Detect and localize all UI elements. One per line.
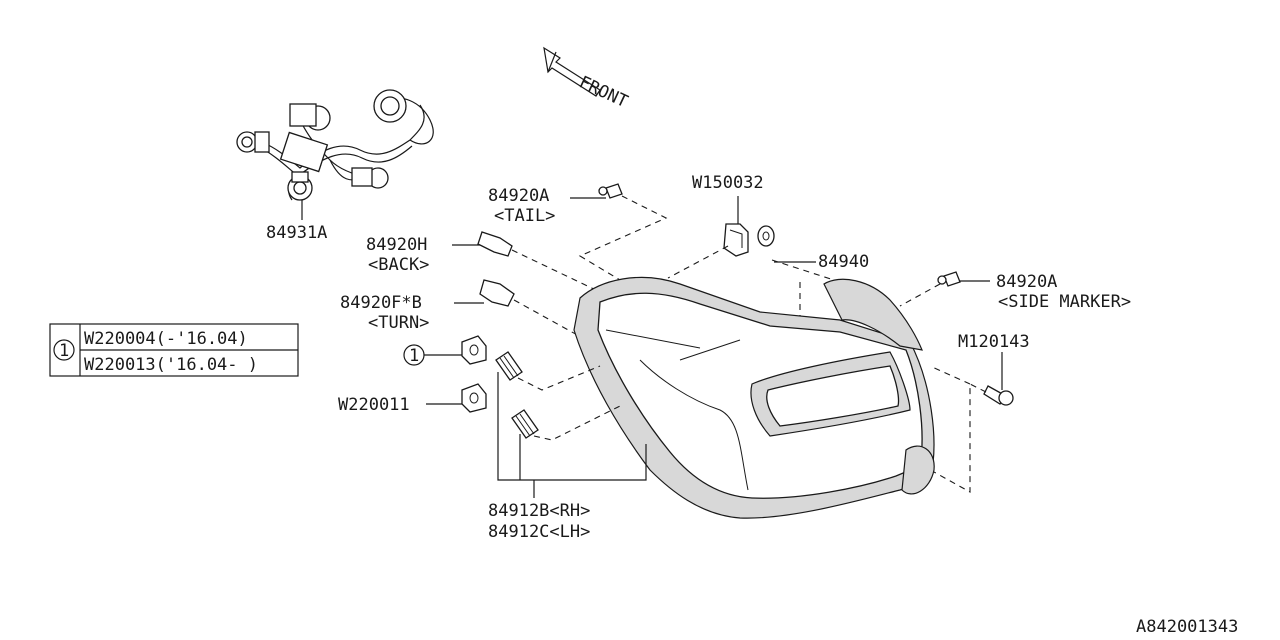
tail-part-label: 84920A [488,186,549,206]
table-symbol: 1 [59,341,69,361]
clip-dash [667,245,729,279]
clip-label: W150032 [692,173,764,193]
diagram-id: A842001343 [1136,617,1238,637]
harness-icon [236,89,434,201]
turn-part-label: 84920F*B [340,293,422,313]
screw-label: M120143 [958,332,1030,352]
table-row-1: W220004(-'16.04) [84,329,248,349]
nut-callout-icon [461,335,487,365]
nut-w220011-icon [461,383,487,413]
screw-dash [929,365,987,493]
clip-icon [723,223,749,257]
socket-lower-icon [511,409,539,439]
side-marker-bulb-icon [937,271,961,287]
turn-dash [513,299,591,343]
front-arrow-icon [543,46,601,97]
washer-label: 84940 [818,252,869,272]
turn-desc-label: <TURN> [368,313,429,333]
socket-upper-dash [517,365,601,391]
screw-icon [983,385,1014,406]
harness-label: 84931A [266,223,327,243]
washer-icon [757,225,775,247]
back-dash [511,249,601,293]
front-label: FRONT [576,72,631,112]
table-row-2: W220013('16.04- ) [84,355,258,375]
washer-dash [771,259,841,318]
tail-dash [578,195,668,281]
table-symbol-circle [53,339,75,361]
tail-desc-label: <TAIL> [494,206,555,226]
lamp-housing-icon [573,276,935,519]
side-part-label: 84920A [996,272,1057,292]
side-dash [899,283,941,307]
back-part-label: 84920H [366,235,427,255]
callout-symbol: 1 [409,346,419,366]
socket-rh-label: 84912B<RH> [488,501,590,521]
socket-lh-label: 84912C<LH> [488,522,590,542]
nut-label: W220011 [338,395,410,415]
turn-bulb-icon [479,279,515,307]
side-desc-label: <SIDE MARKER> [998,292,1131,312]
socket-bracket [497,372,647,498]
back-desc-label: <BACK> [368,255,429,275]
socket-lower-dash [533,405,621,441]
reference-table: 1 W220004(-'16.04) W220013('16.04- ) [49,323,299,377]
socket-upper-icon [495,351,523,381]
tail-bulb-icon [598,183,623,199]
back-bulb-icon [477,231,513,257]
